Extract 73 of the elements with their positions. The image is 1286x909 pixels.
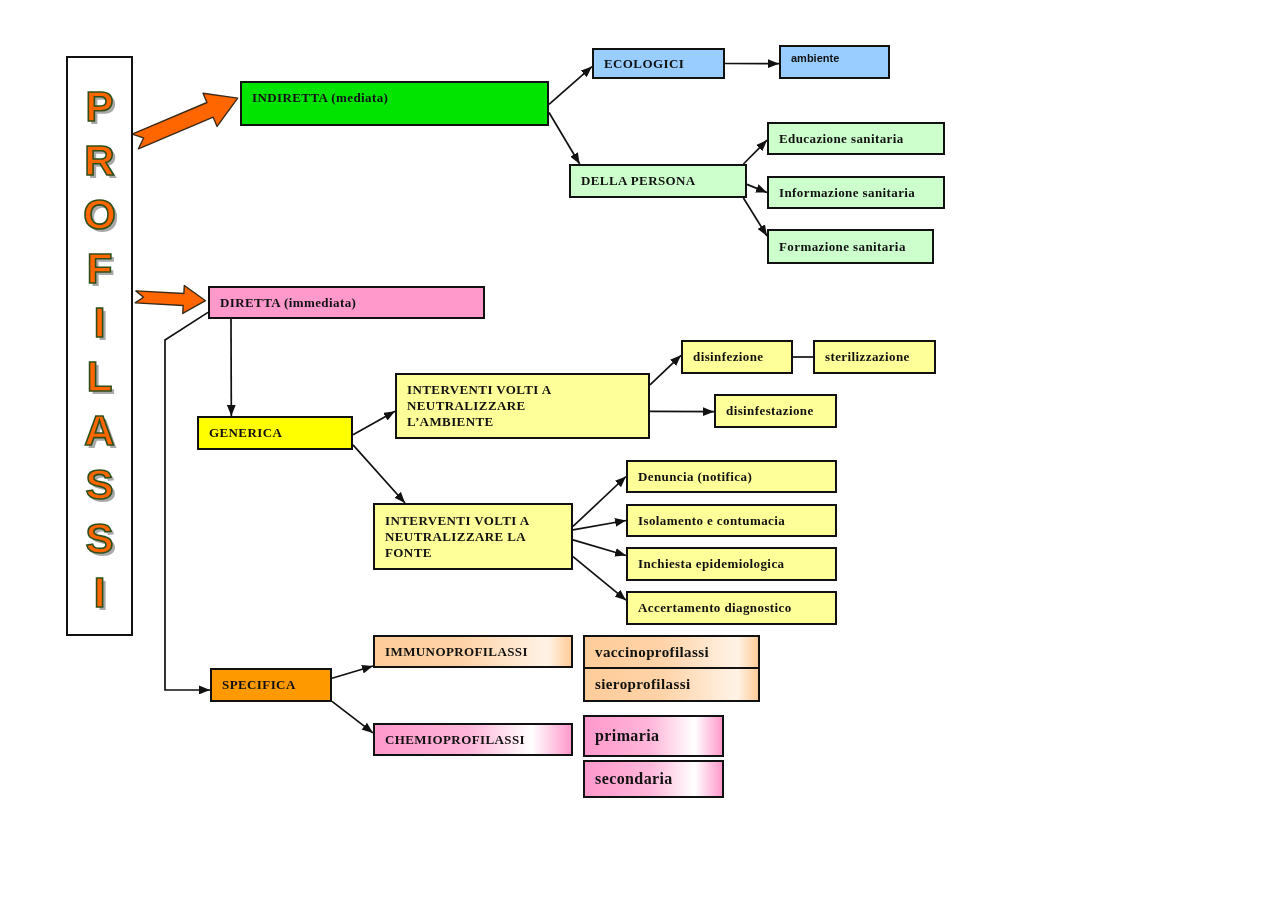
arrow — [742, 197, 768, 237]
node-label: DIRETTA (immediata) — [220, 294, 357, 311]
vertical-title: PROFILASSI — [82, 82, 117, 618]
concept-box — [583, 760, 724, 798]
node-label: Denuncia (notifica) — [638, 468, 753, 485]
arrow — [352, 444, 406, 504]
concept-box — [626, 504, 837, 537]
concept-box — [208, 286, 485, 319]
arrow — [746, 183, 768, 194]
node-label: SPECIFICA — [222, 677, 296, 693]
node-label: Isolamento e contumacia — [638, 512, 786, 529]
concept-box — [767, 122, 945, 155]
node-label: Formazione sanitaria — [779, 238, 906, 255]
concept-box — [626, 591, 837, 625]
concept-box — [373, 635, 573, 668]
arrow — [649, 354, 682, 386]
block-arrow — [134, 284, 207, 315]
concept-box — [197, 416, 353, 450]
concept-box — [569, 164, 747, 198]
arrow — [352, 410, 396, 436]
concept-box — [583, 635, 760, 669]
concept-box — [767, 229, 934, 264]
node-label: secondaria — [595, 770, 673, 788]
node-label: Accertamento diagnostico — [638, 600, 792, 616]
arrow — [226, 318, 236, 417]
arrow — [331, 700, 374, 734]
concept-box — [592, 48, 725, 79]
block-arrow — [131, 92, 239, 150]
node-label: disinfezione — [693, 349, 764, 365]
arrow — [724, 59, 780, 69]
arrow — [572, 539, 627, 557]
node-label: IMMUNOPROFILASSI — [385, 643, 528, 660]
concept-box — [626, 547, 837, 581]
arrow — [164, 311, 211, 695]
concept-box — [681, 340, 793, 374]
arrow — [572, 555, 627, 602]
concept-box — [583, 667, 760, 702]
node-label: CHEMIOPROFILASSI — [385, 731, 526, 748]
node-label: sieroprofilassi — [595, 676, 691, 693]
arrow — [572, 518, 627, 531]
node-label: Inchiesta epidemiologica — [638, 556, 785, 572]
node-label: DELLA PERSONA — [581, 173, 696, 189]
node-label: ECOLOGICI — [604, 55, 685, 72]
node-label: sterilizzazione — [825, 349, 910, 365]
concept-box — [779, 45, 890, 79]
arrow — [742, 139, 768, 165]
arrow — [331, 664, 374, 680]
arrow — [572, 475, 627, 528]
arrow — [548, 65, 593, 106]
concept-box — [714, 394, 837, 428]
arrow — [649, 407, 715, 416]
node-label: GENERICA — [209, 425, 283, 441]
node-label: INDIRETTA (mediata) — [252, 90, 389, 106]
node-label: Educazione sanitaria — [779, 130, 904, 147]
concept-box — [373, 503, 573, 570]
concept-box — [240, 81, 549, 126]
title-box — [66, 56, 133, 636]
node-label: ambiente — [791, 52, 840, 64]
concept-box — [373, 723, 573, 756]
connector-line — [792, 356, 814, 358]
node-label: INTERVENTI VOLTI A NEUTRALIZZARE L’AMBIENTE — [407, 382, 552, 430]
node-label: INTERVENTI VOLTI A NEUTRALIZZARE LA FONTE — [385, 512, 530, 561]
arrow — [548, 111, 581, 165]
concept-box — [583, 715, 724, 757]
node-label: Informazione sanitaria — [779, 184, 916, 201]
concept-box — [395, 373, 650, 439]
node-label: disinfestazione — [726, 403, 814, 419]
node-label: vaccinoprofilassi — [595, 643, 710, 661]
concept-box — [813, 340, 936, 374]
concept-box — [767, 176, 945, 209]
node-label: primaria — [595, 727, 660, 745]
concept-box — [210, 668, 332, 702]
concept-box — [626, 460, 837, 493]
